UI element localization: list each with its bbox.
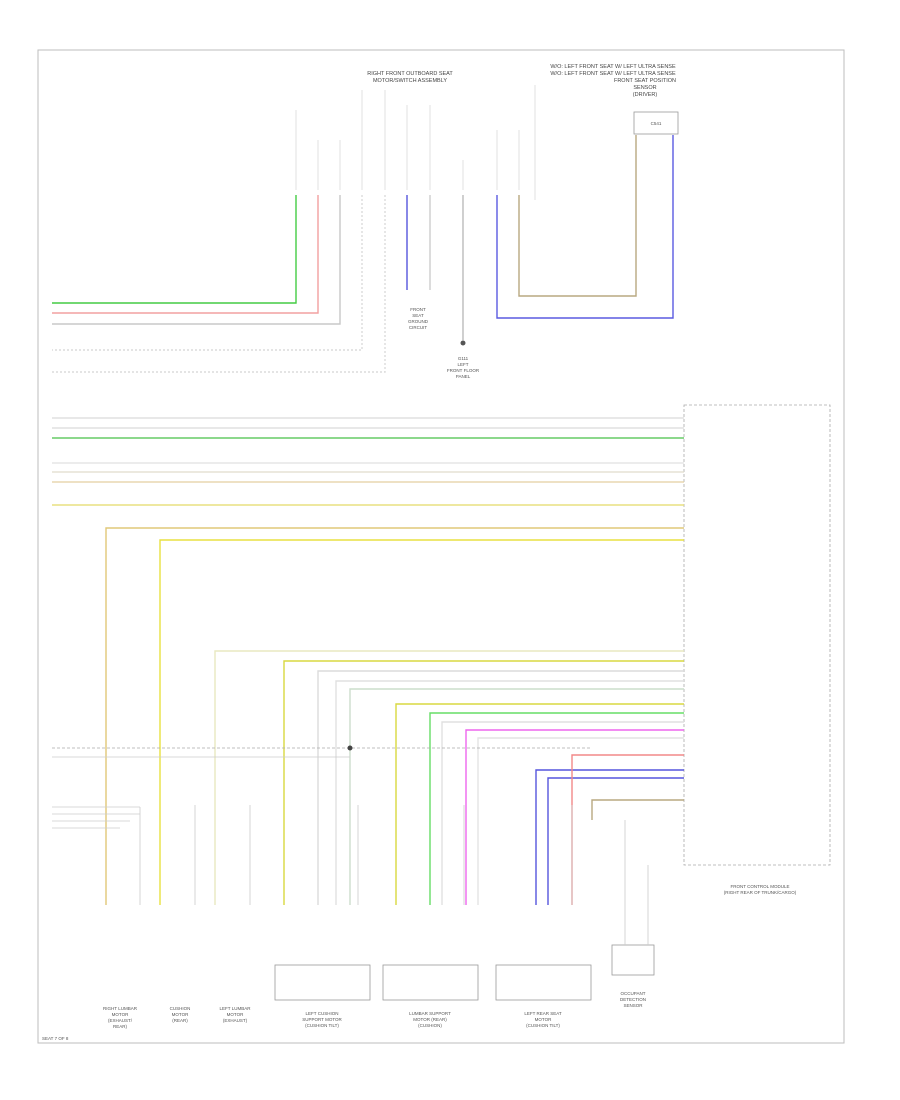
ground-label-3: GROUND	[408, 319, 429, 324]
diagram-border	[37, 49, 845, 1044]
wire-lower-2	[283, 660, 684, 905]
wire-lower-4	[335, 680, 684, 905]
wire-lower-1	[214, 650, 684, 905]
splice-1	[347, 745, 353, 751]
bottom-labels: RIGHT LUMBAR MOTOR (EXHAUST/ REAR) CUSHI…	[103, 991, 646, 1029]
wire-yellow-1	[105, 527, 684, 905]
ground-g-label-3: FRONT FLOOR	[447, 368, 480, 373]
tr-label-1: W/O: LEFT FRONT SEAT W/ LEFT ULTRA SENSE	[550, 64, 676, 70]
ground-point	[460, 340, 466, 346]
middle-bus-wires	[52, 417, 684, 506]
top-module-label-2: MOTOR/SWITCH ASSEMBLY	[373, 78, 447, 84]
ground-label-1: FRONT	[410, 307, 426, 312]
bl-4-1: MOTOR (REAR)	[413, 1017, 447, 1022]
wire-yellow-2	[159, 539, 684, 905]
wire-tan-loop	[518, 135, 637, 297]
top-module-label-1: RIGHT FRONT OUTBOARD SEAT	[367, 71, 453, 77]
bl-1-2: (REAR)	[172, 1018, 188, 1023]
connector-ref: C541	[651, 121, 662, 126]
bl-5-1: MOTOR	[535, 1017, 552, 1022]
tr-label-2: W/O: LEFT FRONT SEAT W/ LEFT ULTRA SENSE	[550, 71, 676, 77]
tr-label-3: FRONT SEAT POSITION	[614, 78, 676, 84]
bl-4-0: LUMBAR SUPPORT	[409, 1011, 451, 1016]
wire-lower-green	[429, 712, 684, 905]
wire-lower-gray-2	[477, 737, 684, 905]
bl-5-2: (CUSHION TILT)	[526, 1023, 560, 1028]
module-label-2: (RIGHT REAR OF TRUNK/CARGO)	[724, 890, 797, 895]
wire-green-top	[52, 195, 297, 304]
bl-1-0: CUSHION	[170, 1006, 191, 1011]
wire-lower-pink	[465, 729, 684, 905]
bl-2-2: (EXHAUST)	[223, 1018, 248, 1023]
bl-1-1: MOTOR	[172, 1012, 189, 1017]
bl-0-2: (EXHAUST/	[108, 1018, 133, 1023]
wire-blue-loop	[496, 135, 674, 319]
ground-g-label-4: PANEL	[456, 374, 471, 379]
bl-3-0: LEFT CUSHION	[306, 1011, 339, 1016]
bl-0-0: RIGHT LUMBAR	[103, 1006, 138, 1011]
bl-2-1: MOTOR	[227, 1012, 244, 1017]
front-control-module	[683, 404, 831, 866]
wire-lower-6	[395, 703, 684, 905]
top-connector-pins	[295, 85, 536, 200]
wire-lower-blue-1	[535, 769, 684, 905]
bl-6-0: OCCUPANT	[621, 991, 646, 996]
bl-3-1: SUPPORT MOTOR	[302, 1017, 342, 1022]
tr-label-4: SENSOR	[633, 85, 656, 91]
wire-lower-tan	[591, 799, 684, 820]
ground-g-label-2: LEFT	[457, 362, 468, 367]
ground-g-label-1: G111	[458, 356, 469, 361]
left-side-wires	[52, 805, 573, 905]
bl-4-2: (CUSHION)	[418, 1023, 442, 1028]
ground-label-2: SEAT	[412, 313, 424, 318]
ground-label-4: CIRCUIT	[409, 325, 427, 330]
wire-lower-gray	[441, 721, 684, 905]
bl-3-2: (CUSHION TILT)	[305, 1023, 339, 1028]
bl-5-0: LEFT REAR SEAT	[524, 1011, 562, 1016]
wire-lower-5	[349, 688, 684, 905]
bl-2-0: LEFT LUMBAR	[220, 1006, 252, 1011]
module-label-1: FRONT CONTROL MODULE	[730, 884, 789, 889]
page-ref: SEAT 7 OF 8	[42, 1036, 69, 1041]
component-box-3	[495, 964, 592, 1001]
component-box-4	[611, 944, 655, 976]
component-box-2	[382, 964, 479, 1001]
component-box-1	[274, 964, 371, 1001]
bl-0-1: MOTOR	[112, 1012, 129, 1017]
wire-red-top	[52, 195, 319, 314]
top-right-label: W/O: LEFT FRONT SEAT W/ LEFT ULTRA SENSE…	[550, 64, 676, 98]
wire-gray-top-1	[52, 195, 341, 325]
top-right-sensor-box	[633, 111, 679, 135]
wire-lower-blue-2	[547, 777, 684, 905]
tr-label-5: (DRIVER)	[633, 92, 658, 98]
bl-6-2: SENSOR	[623, 1003, 643, 1008]
wire-gray-top-3	[52, 195, 386, 373]
bl-6-1: DETECTION	[620, 997, 646, 1002]
wire-lower-3	[317, 670, 684, 905]
bl-0-3: REAR)	[113, 1024, 128, 1029]
wire-gray-top-2	[52, 195, 363, 351]
